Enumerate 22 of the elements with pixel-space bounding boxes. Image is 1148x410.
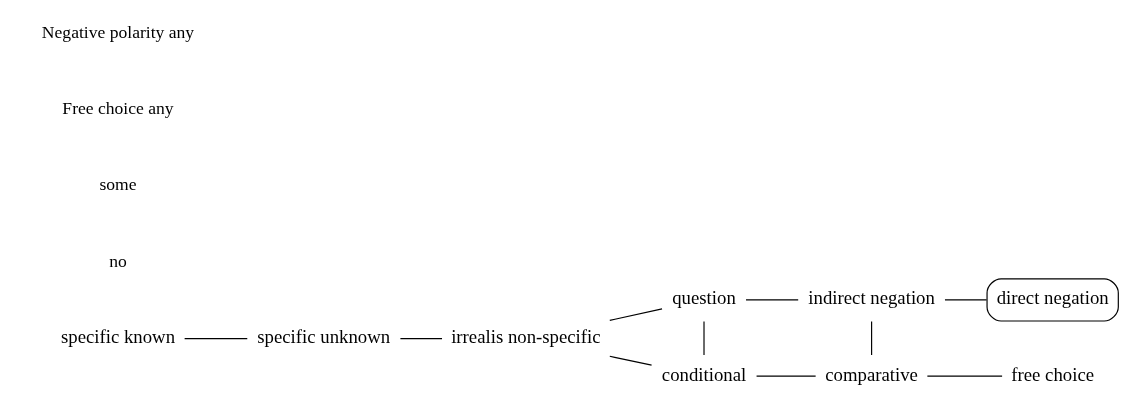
node-text: specific unknown xyxy=(256,326,390,348)
label: Free choice any xyxy=(61,98,174,119)
node-text: conditional xyxy=(661,363,746,385)
node-box: direct negation xyxy=(985,278,1119,322)
node-text: irrealis non-specific xyxy=(450,326,601,348)
label: Negative polarity any xyxy=(41,21,194,42)
node-text: comparative xyxy=(824,363,918,385)
connector xyxy=(608,355,652,366)
connector xyxy=(744,299,799,301)
connector xyxy=(943,299,987,301)
connector xyxy=(755,375,816,377)
connector xyxy=(183,338,248,340)
label: no xyxy=(108,250,127,271)
connector xyxy=(870,320,872,356)
connector xyxy=(399,338,443,340)
node-text: indirect negation xyxy=(807,287,935,309)
node-text: specific known xyxy=(60,326,175,348)
node-text: question xyxy=(671,287,736,309)
node-text: free choice xyxy=(1010,363,1094,385)
connector xyxy=(926,375,1003,377)
label: some xyxy=(98,174,137,195)
connector xyxy=(608,308,663,321)
